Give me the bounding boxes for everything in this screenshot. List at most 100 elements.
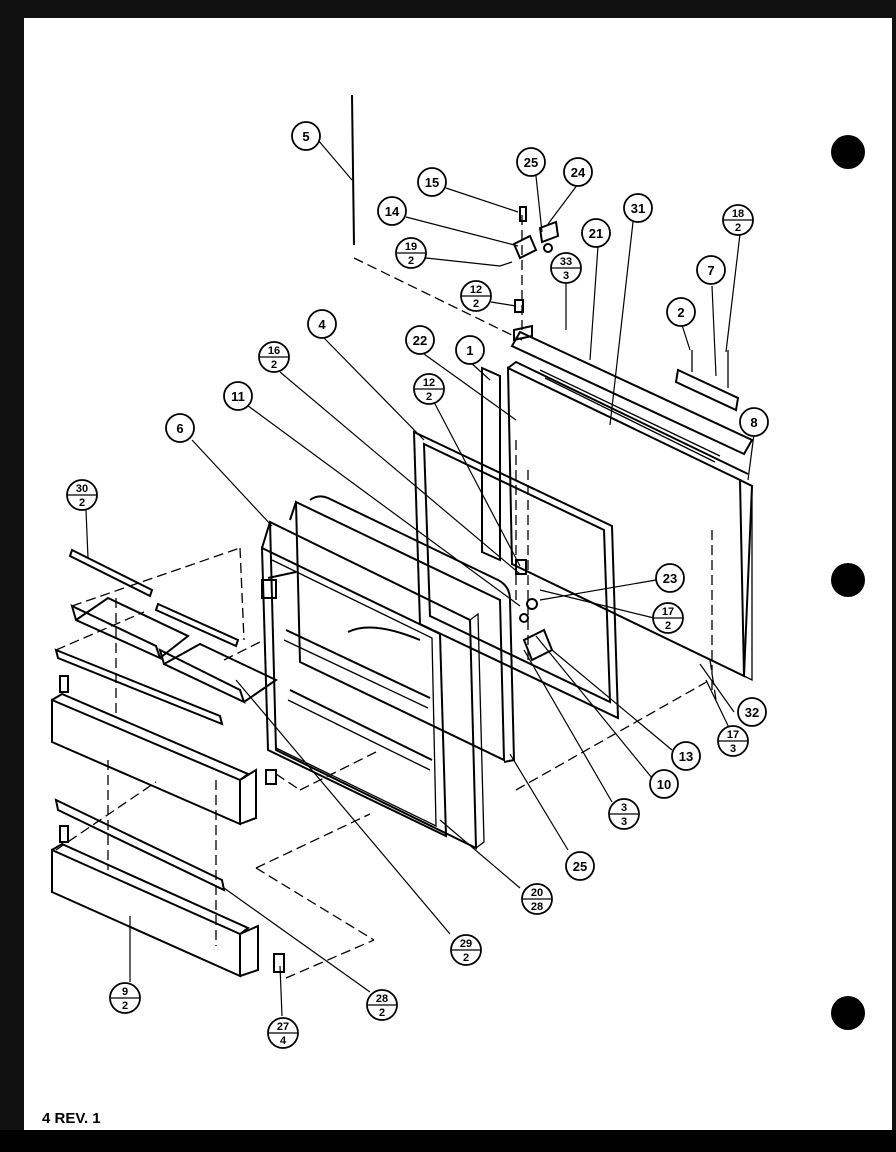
- callout-29-2: 292: [450, 934, 482, 966]
- callout-bottom: 2: [379, 1007, 385, 1019]
- callout-text: 32: [745, 705, 759, 720]
- callout-3-3: 33: [608, 798, 640, 830]
- callout-top: 20: [531, 887, 543, 899]
- upper-door-bin: [51, 675, 277, 826]
- callout-5: 5: [291, 121, 321, 151]
- callout-1: 1: [455, 335, 485, 365]
- callout-text: 25: [573, 859, 587, 874]
- callout-top: 9: [122, 986, 128, 998]
- lower-door-bin: [51, 798, 285, 978]
- callout-8: 8: [739, 407, 769, 437]
- callout-22: 22: [405, 325, 435, 355]
- callout-bottom: 4: [280, 1035, 287, 1047]
- callout-24: 24: [563, 157, 593, 187]
- callout-32: 32: [737, 697, 767, 727]
- hinge-hardware: [499, 206, 560, 342]
- outer-door-panel: [506, 360, 754, 690]
- callout-text: 23: [663, 571, 677, 586]
- callout-top: 12: [423, 377, 435, 389]
- callout-bottom: 2: [463, 952, 469, 964]
- callout-9-2: 92: [109, 982, 141, 1014]
- callout-21: 21: [581, 218, 611, 248]
- callout-16-2: 162: [258, 341, 290, 373]
- callout-bottom: 2: [665, 620, 671, 632]
- callout-27-4: 274: [267, 1017, 299, 1049]
- callout-top: 30: [76, 483, 88, 495]
- callout-bottom: 3: [621, 816, 627, 828]
- door-rod: [351, 94, 523, 341]
- revision-label: 4 REV. 1: [42, 1110, 101, 1127]
- callout-bottom: 2: [735, 222, 741, 234]
- callout-28-2: 282: [366, 989, 398, 1021]
- bottom-scan-edge: [0, 1130, 896, 1152]
- binder-hole: [831, 563, 865, 597]
- inner-door-liner: [289, 495, 516, 763]
- callout-top: 29: [460, 938, 472, 950]
- callout-text: 21: [589, 226, 603, 241]
- callout-text: 14: [385, 204, 400, 219]
- callout-18-2: 182: [722, 204, 754, 236]
- leader-lines: [85, 139, 755, 1017]
- callout-bottom: 2: [79, 497, 85, 509]
- callout-top: 28: [376, 993, 388, 1005]
- callout-text: 31: [631, 201, 645, 216]
- callout-7: 7: [696, 255, 726, 285]
- callouts: 5 15 25 24 14 192 122 333 21 31 182 7 2 …: [66, 121, 769, 1049]
- callout-top: 27: [277, 1021, 289, 1033]
- callout-17-2: 172: [652, 602, 684, 634]
- callout-text: 8: [750, 415, 757, 430]
- callout-text: 10: [657, 777, 671, 792]
- callout-15: 15: [417, 167, 447, 197]
- callout-2: 2: [666, 297, 696, 327]
- callout-text: 15: [425, 175, 439, 190]
- top-trim: [510, 330, 754, 463]
- door-shelf-frame: [260, 520, 485, 850]
- callout-33-3: 333: [550, 252, 582, 284]
- assembly-lines: [55, 547, 717, 979]
- callout-bottom: 3: [563, 270, 569, 282]
- callout-bottom: 2: [426, 391, 432, 403]
- callout-top: 17: [727, 729, 739, 741]
- callout-text: 13: [679, 749, 693, 764]
- callout-bottom: 2: [408, 255, 414, 267]
- callout-10: 10: [649, 769, 679, 799]
- binder-hole: [831, 135, 865, 169]
- callout-text: 5: [302, 129, 309, 144]
- door-shelves: [54, 548, 278, 726]
- callout-30-2: 302: [66, 479, 98, 511]
- binder-hole: [831, 996, 865, 1030]
- callout-14: 14: [377, 196, 407, 226]
- callout-11: 11: [223, 381, 253, 411]
- callout-top: 12: [470, 284, 482, 296]
- callout-top: 17: [662, 606, 674, 618]
- door-insulation: [481, 366, 501, 562]
- callout-text: 25: [524, 155, 538, 170]
- callout-23: 23: [655, 563, 685, 593]
- callout-31: 31: [623, 193, 653, 223]
- callout-top: 3: [621, 802, 627, 814]
- callout-4: 4: [307, 309, 337, 339]
- callout-top: 19: [405, 241, 417, 253]
- callout-text: 1: [466, 343, 473, 358]
- callout-bottom: 2: [473, 298, 479, 310]
- callout-text: 7: [707, 263, 714, 278]
- callout-13: 13: [671, 741, 701, 771]
- callout-text: 2: [677, 305, 684, 320]
- trim-cap: [674, 350, 740, 412]
- callout-bottom: 28: [531, 901, 543, 913]
- callout-bottom: 2: [271, 359, 277, 371]
- callout-12-2-mid: 122: [413, 373, 445, 405]
- binder-holes: [831, 135, 865, 1030]
- callout-text: 22: [413, 333, 427, 348]
- callout-text: 4: [318, 317, 326, 332]
- callout-top: 33: [560, 256, 572, 268]
- callout-top: 18: [732, 208, 744, 220]
- callout-bottom: 2: [122, 1000, 128, 1012]
- callout-text: 24: [571, 165, 586, 180]
- callout-12-2-top: 122: [460, 280, 492, 312]
- callout-top: 16: [268, 345, 280, 357]
- callout-25-lower: 25: [565, 851, 595, 881]
- callout-17-3: 173: [717, 725, 749, 757]
